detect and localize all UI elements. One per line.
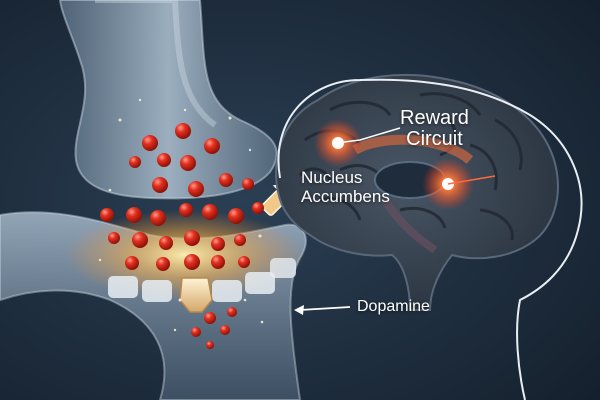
sparkles — [98, 98, 264, 332]
dopamine-molecules — [100, 123, 264, 349]
outline-arc — [277, 78, 583, 400]
nucleus-accumbens-line-1: Nucleus — [301, 168, 363, 187]
receptor-icon — [179, 277, 213, 313]
reward-circuit-line-2: Circuit — [406, 128, 463, 150]
reward-circuit-label: Reward Circuit — [400, 108, 469, 150]
membrane-channels — [108, 258, 296, 302]
reward-pointer — [343, 127, 401, 143]
reward-node-left — [332, 137, 344, 149]
reward-circuit-line-1: Reward — [400, 107, 469, 129]
nucleus-accumbens-line-2: Accumbens — [301, 187, 390, 206]
nucleus-accumbens-label: Nucleus Accumbens — [301, 168, 390, 206]
dopamine-label: Dopamine — [357, 298, 430, 315]
reward-ray — [447, 175, 496, 185]
dopamine-pointer-arrow — [294, 305, 351, 315]
neuron-highlight — [95, 0, 217, 128]
pre-synaptic-terminal — [58, 0, 278, 200]
